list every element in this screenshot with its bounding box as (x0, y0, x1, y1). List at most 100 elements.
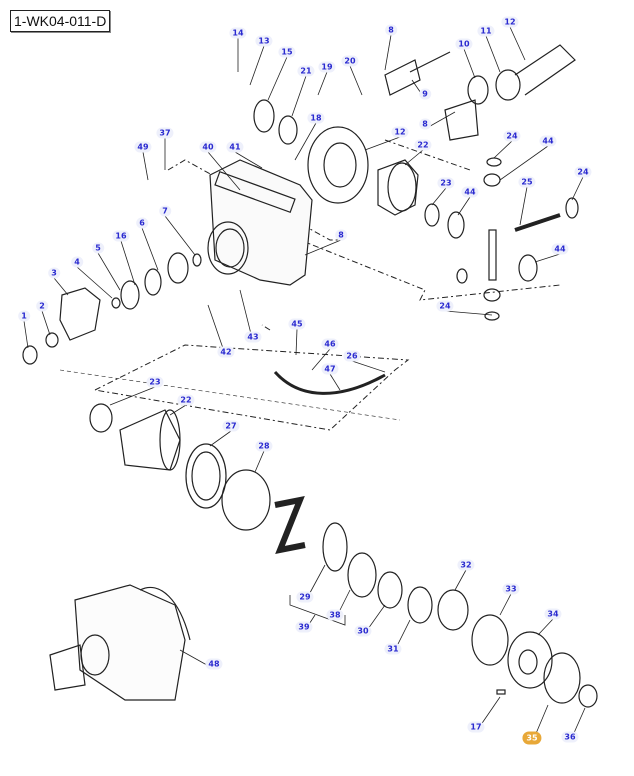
callout-22[interactable]: 22 (414, 139, 432, 151)
leader-line (142, 151, 149, 181)
leader-line (164, 215, 196, 256)
callout-47[interactable]: 47 (321, 363, 339, 375)
leader-line (509, 26, 526, 61)
callout-19[interactable]: 19 (318, 61, 336, 73)
callout-22[interactable]: 22 (177, 394, 195, 406)
assembled-axle-thumbnail (49, 584, 191, 701)
callout-18[interactable]: 18 (307, 112, 325, 124)
callout-21[interactable]: 21 (297, 65, 315, 77)
callout-9[interactable]: 9 (419, 88, 431, 100)
callout-5[interactable]: 5 (92, 242, 104, 254)
leader-line (349, 65, 363, 96)
callout-11[interactable]: 11 (477, 25, 495, 37)
callout-35[interactable]: 35 (522, 731, 542, 745)
callout-26[interactable]: 26 (343, 350, 361, 362)
callout-46[interactable]: 46 (321, 338, 339, 350)
callout-41[interactable]: 41 (226, 141, 244, 153)
callout-29[interactable]: 29 (296, 591, 314, 603)
leader-line (364, 136, 401, 151)
leader-line (254, 450, 265, 473)
leader-line (329, 373, 341, 391)
callout-49[interactable]: 49 (134, 141, 152, 153)
leader-line (311, 348, 331, 371)
callout-45[interactable]: 45 (288, 318, 306, 330)
leader-line (404, 149, 424, 166)
leader-line (295, 328, 298, 356)
lower-assembly (59, 369, 598, 708)
leader-line (537, 618, 554, 636)
callout-34[interactable]: 34 (544, 608, 562, 620)
leader-line (41, 310, 51, 336)
leader-line (457, 196, 471, 216)
callout-3[interactable]: 3 (48, 267, 60, 279)
dashed-groups (94, 139, 561, 431)
callout-43[interactable]: 43 (244, 331, 262, 343)
callout-44[interactable]: 44 (551, 243, 569, 255)
callout-12[interactable]: 12 (501, 16, 519, 28)
callout-8[interactable]: 8 (419, 118, 431, 130)
callout-38[interactable]: 38 (326, 609, 344, 621)
diff-case (377, 159, 419, 216)
callout-2[interactable]: 2 (36, 300, 48, 312)
leader-line (294, 122, 317, 161)
callout-23[interactable]: 23 (437, 177, 455, 189)
leader-line (97, 252, 121, 291)
leader-line (169, 404, 187, 416)
leader-line (249, 45, 265, 86)
callout-6[interactable]: 6 (136, 217, 148, 229)
leader-line (444, 310, 493, 316)
leader-line (53, 277, 69, 296)
callout-15[interactable]: 15 (278, 46, 296, 58)
callout-37[interactable]: 37 (156, 127, 174, 139)
callout-20[interactable]: 20 (341, 55, 359, 67)
callout-28[interactable]: 28 (255, 440, 273, 452)
callout-1[interactable]: 1 (18, 310, 30, 322)
callout-30[interactable]: 30 (354, 625, 372, 637)
input-bearings (22, 99, 386, 395)
callout-4[interactable]: 4 (71, 256, 83, 268)
callout-39[interactable]: 39 (295, 621, 313, 633)
callout-17[interactable]: 17 (467, 721, 485, 733)
housing (207, 159, 313, 286)
callout-36[interactable]: 36 (561, 731, 579, 743)
callout-8[interactable]: 8 (385, 24, 397, 36)
callout-31[interactable]: 31 (384, 643, 402, 655)
leader-line (499, 145, 549, 181)
callout-13[interactable]: 13 (255, 35, 273, 47)
leader-line (534, 253, 561, 263)
callout-7[interactable]: 7 (159, 205, 171, 217)
callout-42[interactable]: 42 (217, 346, 235, 358)
callout-24[interactable]: 24 (503, 130, 521, 142)
callout-40[interactable]: 40 (199, 141, 217, 153)
callout-25[interactable]: 25 (518, 176, 536, 188)
diagram-id-label: 1-WK04-011-D (10, 10, 111, 32)
leader-line (109, 386, 156, 406)
spider-gears (424, 157, 579, 321)
leader-line (291, 75, 307, 117)
leader-line (463, 48, 476, 79)
callout-48[interactable]: 48 (205, 658, 223, 670)
callout-24[interactable]: 24 (436, 300, 454, 312)
leader-line (23, 320, 29, 349)
callout-14[interactable]: 14 (229, 27, 247, 39)
callout-27[interactable]: 27 (222, 420, 240, 432)
callout-16[interactable]: 16 (112, 230, 130, 242)
callout-44[interactable]: 44 (461, 186, 479, 198)
callout-10[interactable]: 10 (455, 38, 473, 50)
callout-12[interactable]: 12 (391, 126, 409, 138)
callout-24[interactable]: 24 (574, 166, 592, 178)
leader-line (209, 430, 232, 447)
pinion (384, 44, 576, 141)
callout-44[interactable]: 44 (539, 135, 557, 147)
callout-33[interactable]: 33 (502, 583, 520, 595)
callout-23[interactable]: 23 (146, 376, 164, 388)
leader-line (317, 71, 328, 96)
callout-8[interactable]: 8 (335, 229, 347, 241)
leader-line (207, 151, 241, 191)
leader-line (141, 227, 159, 271)
leader-line (351, 360, 386, 373)
ring-gear (307, 126, 369, 204)
callout-32[interactable]: 32 (457, 559, 475, 571)
leader-line (304, 239, 342, 256)
leader-line (454, 569, 467, 591)
